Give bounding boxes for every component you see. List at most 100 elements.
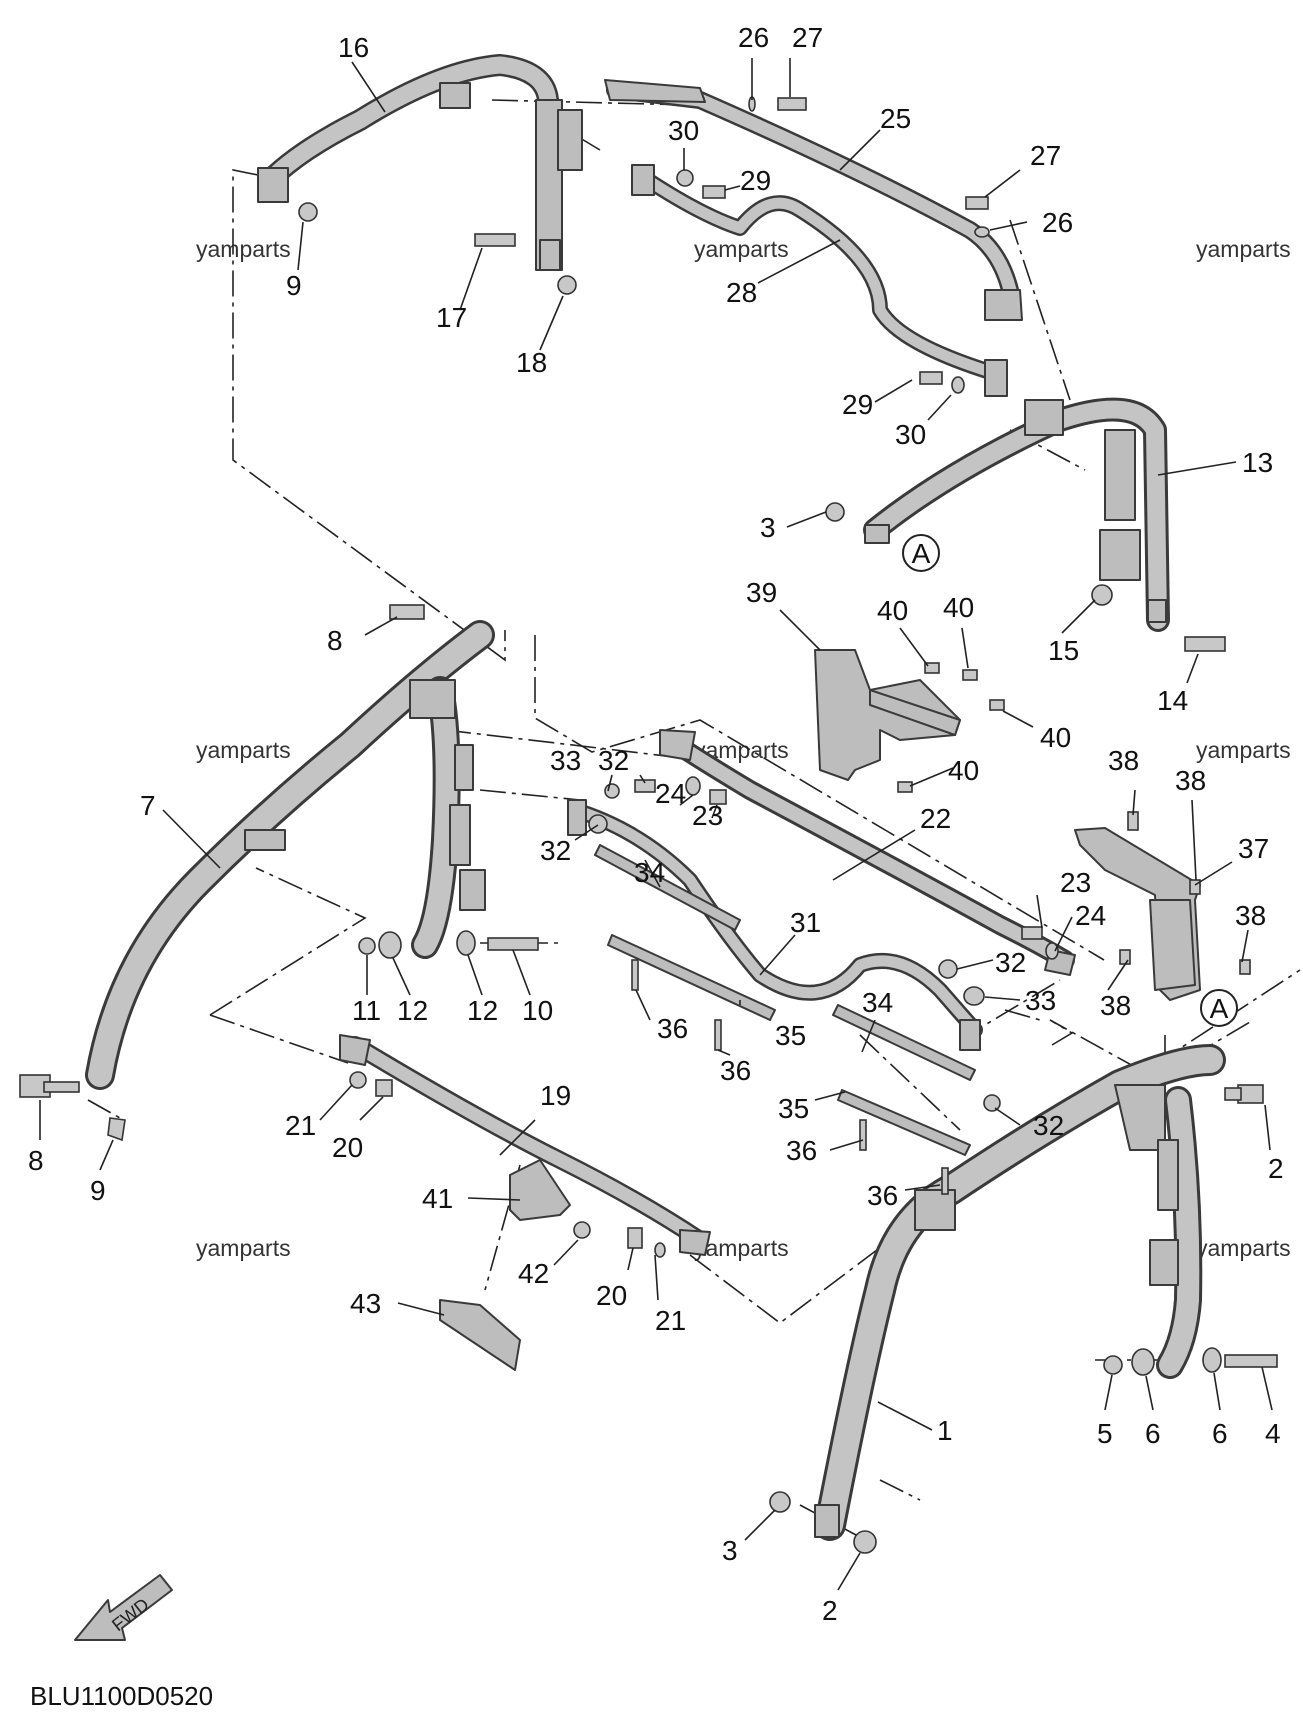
watermark: yamparts <box>1196 737 1291 763</box>
callout-3: 3 <box>722 1535 738 1566</box>
callout-41: 41 <box>422 1183 453 1214</box>
callout-36: 36 <box>657 1013 688 1044</box>
washer <box>974 226 990 238</box>
bolt <box>1224 1354 1278 1368</box>
bolt <box>375 1079 393 1097</box>
part-28-bent-crossbar <box>631 164 1008 397</box>
bolt <box>924 662 940 674</box>
callout-32: 32 <box>598 745 629 776</box>
callout-32: 32 <box>540 835 571 866</box>
bolt <box>1189 879 1201 895</box>
circle-a-marker: A <box>1200 989 1238 1027</box>
bolt <box>474 233 516 247</box>
nut <box>358 937 376 955</box>
callout-26: 26 <box>1042 207 1073 238</box>
callout-9: 9 <box>90 1175 106 1206</box>
part-37-panel <box>1074 827 1201 1001</box>
callout-30: 30 <box>668 115 699 146</box>
nut <box>938 959 958 979</box>
part-34-35-strips <box>594 844 976 1156</box>
watermark: yamparts <box>694 236 789 262</box>
washer <box>349 1071 367 1089</box>
callout-40: 40 <box>943 592 974 623</box>
callout-39: 39 <box>746 577 777 608</box>
callout-32: 32 <box>995 947 1026 978</box>
svg-text:A: A <box>1210 993 1229 1024</box>
callout-29: 29 <box>842 389 873 420</box>
part-25-upper-rail <box>604 79 1023 321</box>
washer <box>378 931 402 959</box>
washer <box>769 1491 791 1513</box>
washer <box>1131 1348 1155 1376</box>
callout-32: 32 <box>1033 1110 1064 1141</box>
callout-20: 20 <box>332 1132 363 1163</box>
callout-12: 12 <box>467 995 498 1026</box>
nut <box>1103 1355 1123 1375</box>
callout-36: 36 <box>786 1135 817 1166</box>
bolt <box>919 371 943 385</box>
nut <box>825 502 845 522</box>
callout-38: 38 <box>1100 990 1131 1021</box>
callout-34: 34 <box>862 987 893 1018</box>
callout-6: 6 <box>1145 1418 1161 1449</box>
bolt <box>1184 636 1226 652</box>
watermark: yamparts <box>1196 1235 1291 1261</box>
callout-38: 38 <box>1108 745 1139 776</box>
washer <box>676 169 694 187</box>
callout-21: 21 <box>655 1305 686 1336</box>
callout-25: 25 <box>880 103 911 134</box>
callout-6: 6 <box>1212 1418 1228 1449</box>
callout-36: 36 <box>867 1180 898 1211</box>
washer <box>654 1242 666 1258</box>
watermark: yamparts <box>196 1235 291 1261</box>
part-1-right-rollbar <box>814 1044 1226 1541</box>
washer <box>456 930 476 956</box>
callout-2: 2 <box>1268 1153 1284 1184</box>
nut <box>107 1117 126 1142</box>
callout-33: 33 <box>1025 985 1056 1016</box>
watermark: yamparts <box>196 737 291 763</box>
callout-43: 43 <box>350 1288 381 1319</box>
callout-27: 27 <box>792 22 823 53</box>
bolt-shaft <box>43 1081 80 1093</box>
bolt <box>389 604 425 620</box>
bolt <box>634 779 656 793</box>
callout-31: 31 <box>790 907 821 938</box>
callout-8: 8 <box>327 625 343 656</box>
washer <box>951 376 965 394</box>
part-13-right-hoop <box>863 397 1170 632</box>
callout-16: 16 <box>338 32 369 63</box>
bolt <box>1021 926 1043 940</box>
callout-4: 4 <box>1265 1418 1281 1449</box>
fasteners <box>19 96 1278 1554</box>
bolt <box>627 1227 643 1249</box>
callout-40: 40 <box>948 755 979 786</box>
callout-7: 7 <box>140 790 156 821</box>
bolt <box>709 789 727 805</box>
washer <box>604 783 620 799</box>
screw <box>859 1119 867 1151</box>
callout-18: 18 <box>516 347 547 378</box>
bolt-shaft <box>1224 1087 1242 1101</box>
callout-20: 20 <box>596 1280 627 1311</box>
bolt <box>1119 949 1131 965</box>
callout-13: 13 <box>1242 447 1273 478</box>
nut <box>588 814 608 834</box>
nut <box>298 202 318 222</box>
callout-8: 8 <box>28 1145 44 1176</box>
bolt <box>965 196 989 210</box>
callout-5: 5 <box>1097 1418 1113 1449</box>
callout-26: 26 <box>738 22 769 53</box>
bolt <box>702 185 726 199</box>
callout-40: 40 <box>877 595 908 626</box>
callout-24: 24 <box>1075 900 1106 931</box>
callout-11: 11 <box>352 995 381 1026</box>
callout-30: 30 <box>895 419 926 450</box>
washer <box>963 986 985 1006</box>
callout-2: 2 <box>822 1595 838 1626</box>
callout-19: 19 <box>540 1080 571 1111</box>
diagram-code: BLU1100D0520 <box>30 1681 213 1711</box>
leader-lines <box>39 58 1273 1591</box>
callout-42: 42 <box>518 1258 549 1289</box>
callout-34: 34 <box>634 857 665 888</box>
